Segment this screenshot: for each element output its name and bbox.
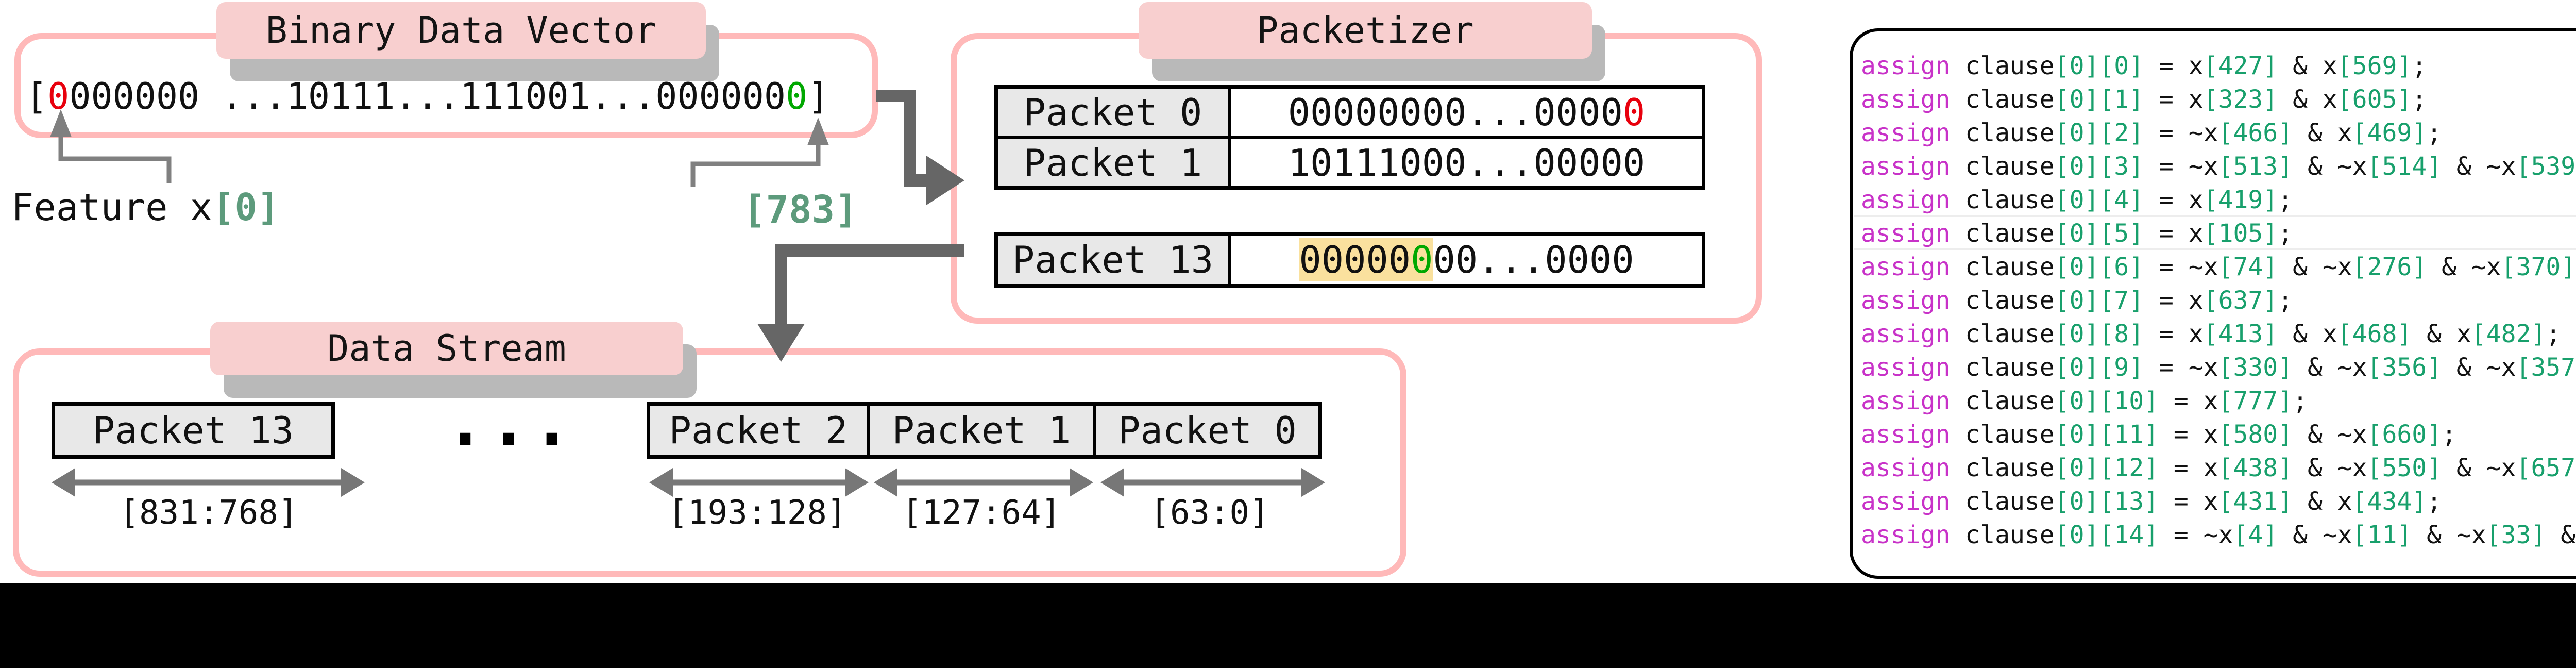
packetizer-title-tab: Packetizer — [1139, 2, 1592, 59]
code-line: assign clause[0][2] = ~x[466] & x[469]; — [1861, 119, 2442, 147]
code-line: assign clause[0][5] = x[105]; — [1861, 219, 2293, 248]
bit-index-783-label: [783] — [743, 188, 858, 232]
bit-segment: [ — [26, 75, 48, 118]
bit-segment: 10111000...00000 — [1287, 141, 1646, 185]
feature-x0-label: Feature x[0] — [4, 183, 342, 231]
bottom-black-band — [0, 583, 2576, 668]
width-arrow-packet-13 — [52, 468, 365, 497]
bit-segment: 0 — [1622, 90, 1646, 134]
bit-segment: 00000 — [1299, 238, 1411, 281]
code-line: assign clause[0][8] = x[413] & x[468] & … — [1861, 320, 2561, 348]
code-line: assign clause[0][14] = ~x[4] & ~x[11] & … — [1861, 521, 2576, 549]
binary-data-vector-title-tab: Binary Data Vector — [216, 2, 706, 59]
data-stream-title: Data Stream — [327, 327, 566, 370]
code-line: assign clause[0][6] = ~x[74] & ~x[276] &… — [1861, 253, 2576, 281]
code-line: assign clause[0][0] = x[427] & x[569]; — [1861, 52, 2427, 80]
packetizer-row-label: Packet 0 — [994, 85, 1231, 139]
stream-range-label: [831:768] — [119, 494, 298, 532]
code-separator — [1854, 215, 2576, 217]
packetizer-row-label: Packet 1 — [994, 136, 1231, 190]
stream-range-label: [193:128] — [668, 494, 847, 532]
code-line: assign clause[0][10] = x[777]; — [1861, 387, 2308, 415]
bit-segment: Feature x — [11, 186, 213, 229]
packetizer-title: Packetizer — [1257, 9, 1474, 52]
code-line: assign clause[0][13] = x[431] & x[434]; — [1861, 487, 2442, 516]
code-snippet-panel — [1850, 28, 2576, 579]
stream-ellipsis: ... — [445, 382, 575, 461]
bit-segment: 0 — [786, 75, 808, 118]
bit-segment: 00000000...0000 — [1287, 90, 1623, 134]
stream-packet-cell: Packet 13 — [52, 402, 335, 459]
data-stream-title-tab: Data Stream — [210, 322, 683, 375]
packetizer-row-label: Packet 13 — [994, 232, 1231, 288]
code-line: assign clause[0][11] = x[580] & ~x[660]; — [1861, 420, 2456, 449]
code-line: assign clause[0][12] = x[438] & ~x[550] … — [1861, 454, 2576, 482]
arrow-feature-to-red-bit — [50, 109, 172, 183]
arrow-vector-to-packetizer — [876, 90, 964, 205]
code-line: assign clause[0][3] = ~x[513] & ~x[514] … — [1861, 152, 2576, 181]
bit-segment: 000000 ...10111...111001...000000 — [69, 75, 786, 118]
packetizer-row-data: 10111000...00000 — [1228, 136, 1705, 190]
width-arrow-packet-0 — [1100, 468, 1325, 497]
stream-range-label: [63:0] — [1150, 494, 1269, 532]
stream-packet-cell: Packet 1 — [867, 402, 1096, 459]
data-stream-box — [13, 348, 1406, 577]
stream-packet-cell: Packet 2 — [647, 402, 870, 459]
stream-packet-cell: Packet 0 — [1093, 402, 1322, 459]
code-line: assign clause[0][7] = x[637]; — [1861, 286, 2293, 315]
bit-segment: 0 — [47, 75, 70, 118]
bit-segment: [0] — [212, 186, 280, 229]
code-line: assign clause[0][9] = ~x[330] & ~x[356] … — [1861, 353, 2576, 382]
bit-segment: ] — [807, 75, 829, 118]
code-line: assign clause[0][4] = x[419]; — [1861, 186, 2293, 214]
stream-range-label: [127:64] — [902, 494, 1061, 532]
width-arrow-packet-2 — [649, 468, 869, 497]
arrow-783-to-green-bit — [690, 118, 829, 187]
binary-data-vector-title: Binary Data Vector — [265, 9, 657, 52]
code-separator — [1854, 248, 2576, 250]
binary-vector-bits: [0000000 ...10111...111001...0000000] — [26, 75, 829, 118]
bit-segment: 00...0000 — [1433, 238, 1634, 281]
bit-segment: 0 — [1411, 238, 1433, 281]
code-line: assign clause[0][1] = x[323] & x[605]; — [1861, 85, 2427, 114]
arrow-packetizer-to-stream — [757, 244, 964, 362]
width-arrow-packet-1 — [874, 468, 1093, 497]
code-lines: assign clause[0][0] = x[427] & x[569]; as… — [1861, 49, 2576, 552]
